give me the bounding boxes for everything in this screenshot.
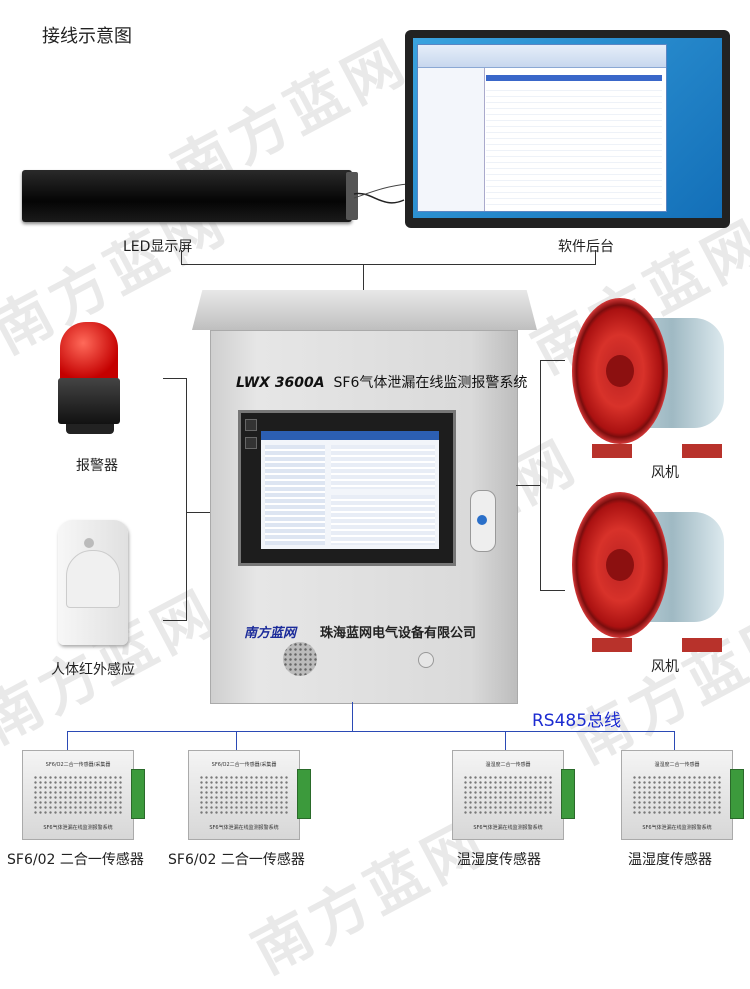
software-label: 软件后台 xyxy=(558,239,614,255)
pir-sensor xyxy=(58,520,128,645)
cabinet-roof xyxy=(192,290,537,330)
alarm-base xyxy=(58,378,120,424)
fan-label: 风机 xyxy=(651,659,679,675)
led-cable xyxy=(353,183,409,204)
rs485-bus-label: RS485总线 xyxy=(532,711,622,731)
speaker-grille xyxy=(283,642,317,676)
diagram-title: 接线示意图 xyxy=(42,26,132,47)
sensor-footer: SF6气体泄漏在线监测报警系统 xyxy=(43,825,113,831)
sf6-o2-sensor: SF6/O2二合一传感器/采集器 SF6气体泄漏在线监测报警系统 xyxy=(188,750,311,840)
cabinet-screen xyxy=(238,410,456,566)
sensor-footer: SF6气体泄漏在线监测报警系统 xyxy=(642,825,712,831)
sensor-label: SF6/02 二合一传感器 xyxy=(7,852,144,868)
temp-humidity-sensor: 温湿度二合一传感器 SF6气体泄漏在线监测报警系统 xyxy=(452,750,575,840)
alarm-label: 报警器 xyxy=(76,458,118,474)
sensor-footer: SF6气体泄漏在线监测报警系统 xyxy=(473,825,543,831)
cabinet-brand-logo: 南方蓝网 xyxy=(244,626,297,641)
cabinet-door-handle xyxy=(470,490,496,552)
sf6-o2-sensor: SF6/O2二合一传感器/采集器 SF6气体泄漏在线监测报警系统 xyxy=(22,750,145,840)
fan-label: 风机 xyxy=(651,465,679,481)
cabinet-title: LWX 3600A SF6气体泄漏在线监测报警系统 xyxy=(236,372,527,392)
cabinet-company: 珠海蓝网电气设备有限公司 xyxy=(320,626,477,641)
cabinet-system-name: SF6气体泄漏在线监测报警系统 xyxy=(333,375,528,391)
cabinet-lcd xyxy=(261,431,439,549)
sensor-label: 温湿度传感器 xyxy=(628,852,712,868)
fan xyxy=(572,492,724,652)
sensor-label: SF6/02 二合一传感器 xyxy=(168,852,305,868)
led-label: LED显示屏 xyxy=(123,239,193,255)
led-display-end xyxy=(346,172,358,220)
software-window xyxy=(417,44,667,212)
fan xyxy=(572,298,724,458)
sensor-header: 温湿度二合一传感器 xyxy=(654,762,700,768)
sensor-header: 温湿度二合一传感器 xyxy=(485,762,531,768)
alarm-foot xyxy=(66,424,114,434)
alarm-light xyxy=(60,322,118,382)
pir-label: 人体红外感应 xyxy=(51,662,135,678)
sensor-footer: SF6气体泄漏在线监测报警系统 xyxy=(209,825,279,831)
sensor-label: 温湿度传感器 xyxy=(457,852,541,868)
sensor-header: SF6/O2二合一传感器/采集器 xyxy=(45,762,111,768)
cabinet-model: LWX 3600A xyxy=(236,375,325,391)
cabinet-sensor xyxy=(418,652,434,668)
sensor-header: SF6/O2二合一传感器/采集器 xyxy=(211,762,277,768)
led-display xyxy=(22,170,352,222)
temp-humidity-sensor: 温湿度二合一传感器 SF6气体泄漏在线监测报警系统 xyxy=(621,750,744,840)
software-screen xyxy=(413,38,722,218)
